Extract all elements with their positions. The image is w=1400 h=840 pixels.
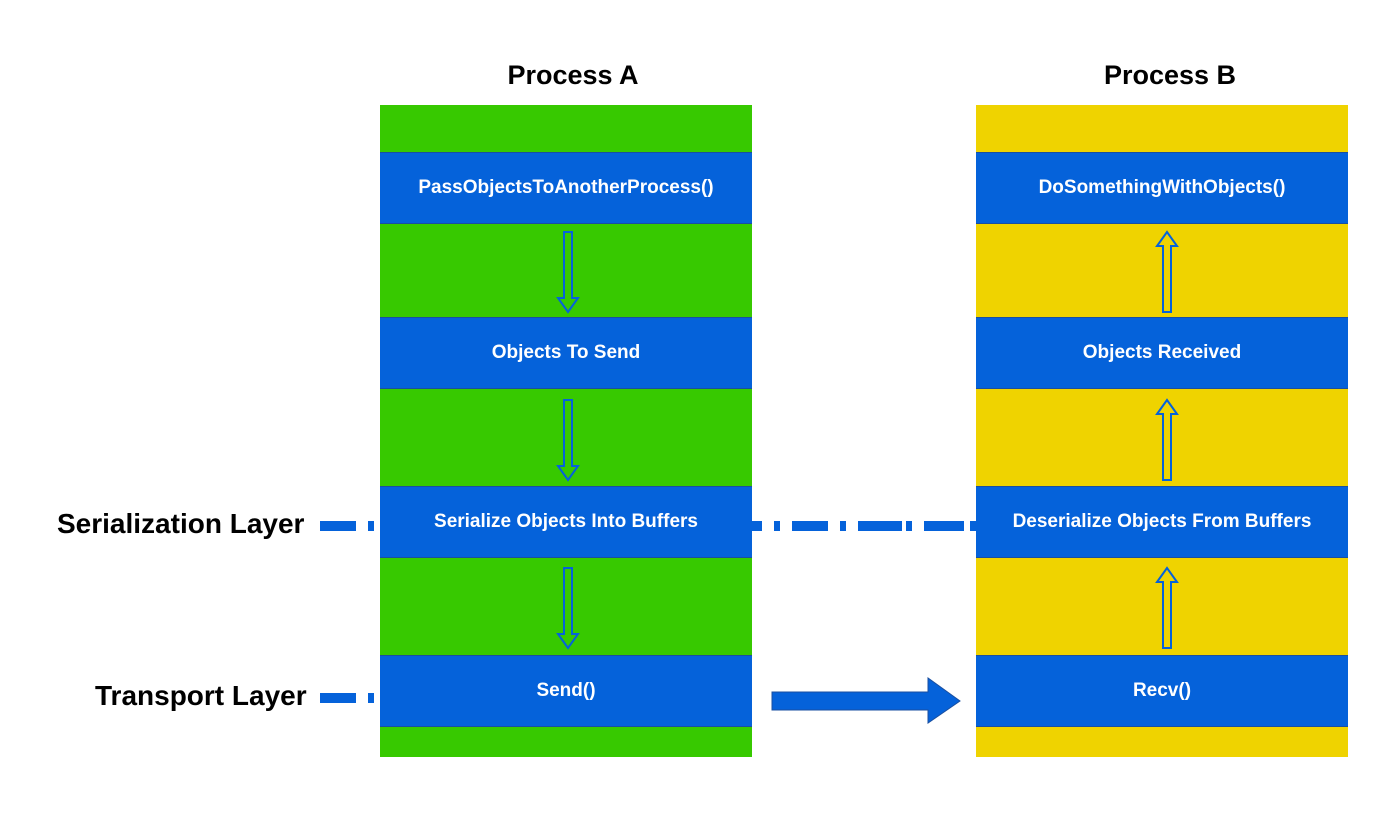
pass-objects-box: PassObjectsToAnotherProcess() <box>380 152 752 224</box>
serialization-dash-left <box>320 521 374 531</box>
send-box: Send() <box>380 655 752 727</box>
right-arrow-icon <box>771 677 961 724</box>
down-arrow-icon <box>556 567 580 650</box>
up-arrow-icon <box>1155 566 1179 649</box>
down-arrow-icon <box>556 231 580 314</box>
serialization-layer-label: Serialization Layer <box>57 508 305 539</box>
transport-dash-left <box>320 693 374 703</box>
process-a-column: PassObjectsToAnotherProcess() Objects To… <box>380 105 752 757</box>
up-arrow-icon <box>1155 398 1179 481</box>
objects-received-box: Objects Received <box>976 317 1348 389</box>
deserialize-objects-box: Deserialize Objects From Buffers <box>976 486 1348 558</box>
transport-layer-label: Transport Layer <box>95 680 307 711</box>
do-something-box: DoSomethingWithObjects() <box>976 152 1348 224</box>
recv-box: Recv() <box>976 655 1348 727</box>
down-arrow-icon <box>556 399 580 482</box>
serialization-dash-connector <box>752 521 976 531</box>
serialize-objects-box: Serialize Objects Into Buffers <box>380 486 752 558</box>
process-b-title: Process B <box>1103 60 1237 90</box>
objects-to-send-box: Objects To Send <box>380 317 752 389</box>
process-a-title: Process A <box>507 60 639 90</box>
up-arrow-icon <box>1155 230 1179 313</box>
